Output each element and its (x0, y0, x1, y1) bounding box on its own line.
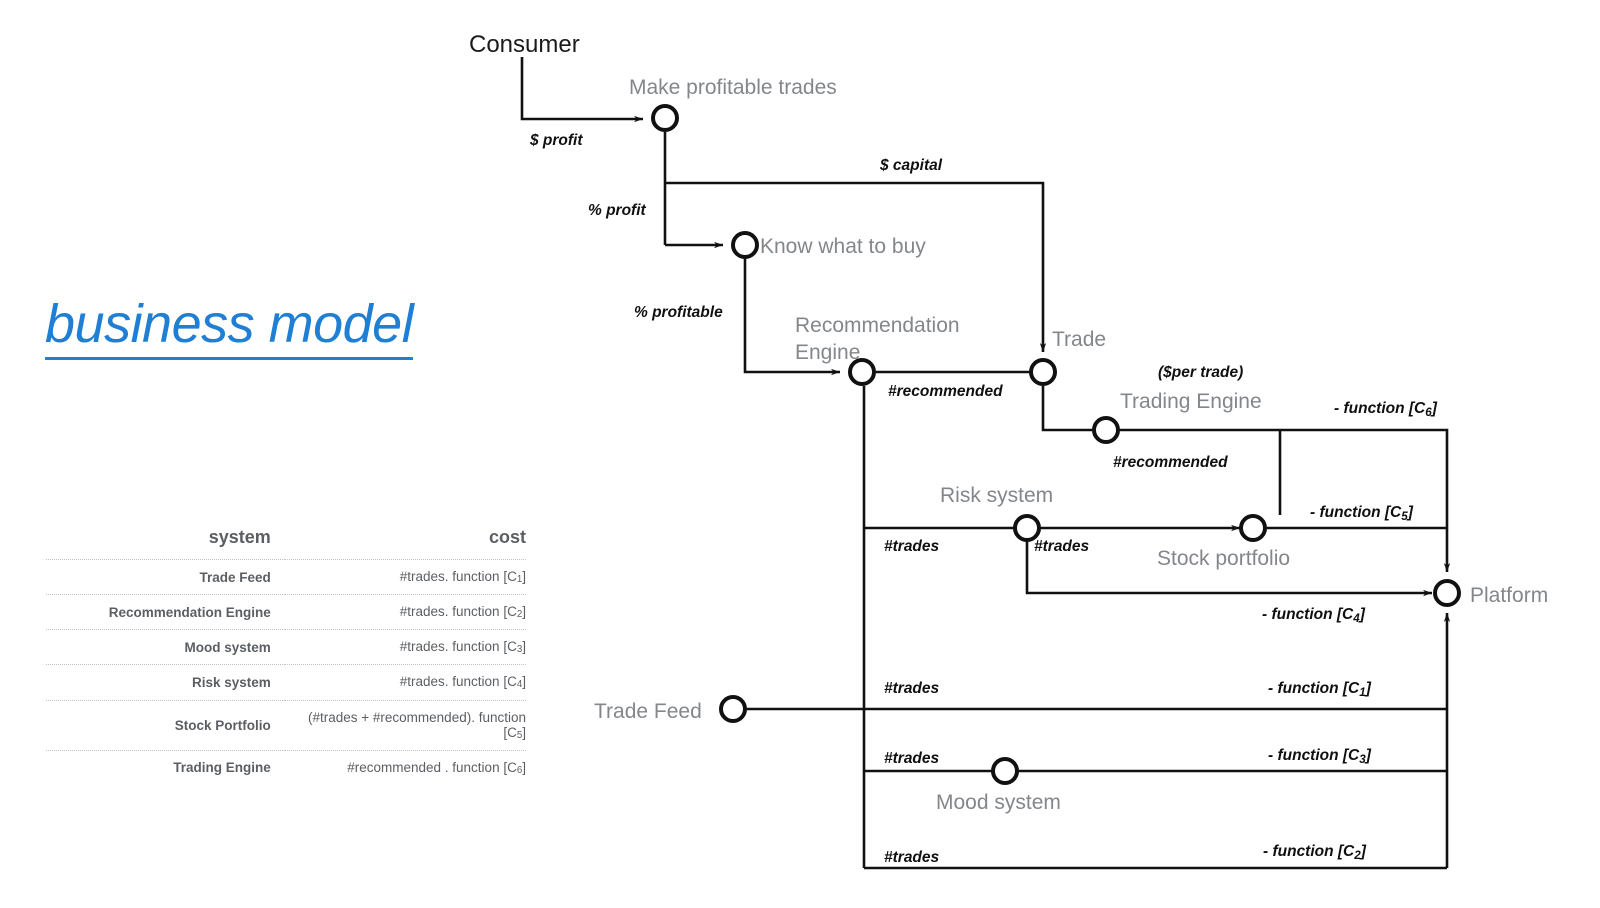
cell-cost: #trades. function [C2] (399, 604, 526, 621)
diagram-nodes (651, 104, 1461, 785)
table-row: Recommendation Engine #trades. function … (46, 594, 526, 630)
table-row: Stock Portfolio (#trades + #recommended)… (46, 700, 526, 750)
node-trade-feed[interactable] (719, 695, 747, 723)
flow-label-capital-dollar: $ capital (879, 157, 943, 174)
edge-trade-to-trading-engine (1041, 386, 1093, 432)
edge-capital-to-trade (665, 181, 1047, 352)
column-header-system: system (208, 527, 271, 547)
flow-label-trades-c1: #trades (884, 680, 940, 697)
node-label-trade: Trade (1052, 328, 1106, 351)
cell-cost: #trades. function [C3] (399, 639, 526, 656)
node-recommendation-engine[interactable] (848, 358, 876, 386)
node-make-profitable-trades[interactable] (651, 104, 679, 132)
flow-label-function-c4: - function [C4] (1262, 606, 1366, 625)
page-title: business model (45, 296, 414, 360)
table-row: Trading Engine #recommended . function [… (46, 750, 526, 785)
node-label-trade-feed: Trade Feed (594, 700, 702, 723)
cell-system: Trading Engine (173, 760, 271, 776)
diagram-edges (520, 57, 1451, 870)
column-header-cost: cost (488, 527, 526, 547)
cell-cost: #trades. function [C1] (399, 569, 526, 586)
node-know-what-to-buy[interactable] (731, 231, 759, 259)
edge-know-what-to-buy-to-recommendation-engine (743, 258, 840, 376)
node-trading-engine[interactable] (1092, 416, 1120, 444)
cell-cost: (#trades + #recommended). function [C5] (308, 709, 526, 741)
edge-risk-system-to-platform (1025, 541, 1432, 597)
table-row: Mood system #trades. function [C3] (46, 629, 526, 665)
flow-label-trades-risk-in: #trades (884, 538, 940, 555)
flow-label-recommended-2: #recommended (1113, 454, 1228, 471)
node-label-recommendation-engine-line2: Engine (795, 341, 860, 364)
cell-system: Mood system (184, 639, 271, 655)
node-label-platform: Platform (1470, 584, 1548, 607)
table-header-row: system cost (46, 518, 526, 560)
node-label-stock-portfolio: Stock portfolio (1157, 547, 1290, 570)
cost-table: system cost Trade Feed #trades. function… (46, 518, 526, 785)
flow-label-trades-risk-out: #trades (1034, 538, 1090, 555)
cell-cost: #trades. function [C4] (399, 674, 526, 691)
node-label-consumer: Consumer (469, 31, 580, 58)
cell-system: Recommendation Engine (108, 604, 271, 620)
node-stock-portfolio[interactable] (1239, 514, 1267, 542)
node-platform[interactable] (1433, 579, 1461, 607)
flow-label-trades-c3: #trades (884, 750, 940, 767)
flow-label-profit-percent: % profit (588, 202, 647, 219)
flow-label-profitable-percent: % profitable (634, 304, 723, 321)
cell-cost: #recommended . function [C6] (347, 759, 526, 776)
cell-system: Stock Portfolio (174, 717, 271, 733)
flow-label-recommended-1: #recommended (888, 383, 1003, 400)
node-label-trading-engine: Trading Engine (1120, 390, 1262, 413)
cell-system: Trade Feed (199, 569, 271, 585)
flow-label-trades-c2: #trades (884, 849, 940, 866)
edge-trading-engine-to-platform (1119, 428, 1451, 572)
node-label-know-what-to-buy: Know what to buy (760, 235, 926, 258)
node-label-make-profitable-trades: Make profitable trades (629, 76, 837, 99)
node-trade[interactable] (1029, 358, 1057, 386)
flow-label-function-c6: - function [C6] (1334, 400, 1438, 419)
node-label-mood-system: Mood system (936, 791, 1061, 814)
node-label-risk-system: Risk system (940, 484, 1053, 507)
edge-consumer-to-make-profitable-trades (520, 57, 643, 123)
flow-label-function-c3: - function [C3] (1268, 747, 1372, 766)
cell-system: Risk system (191, 675, 271, 691)
flow-label-profit-dollar: $ profit (529, 132, 583, 149)
table-row: Risk system #trades. function [C4] (46, 664, 526, 700)
node-label-recommendation-engine: Recommendation (795, 314, 960, 337)
flow-label-per-trade: ($per trade) (1158, 364, 1243, 381)
node-mood-system[interactable] (991, 757, 1019, 785)
flow-label-function-c5: - function [C5] (1310, 504, 1414, 523)
node-risk-system[interactable] (1013, 514, 1041, 542)
table-row: Trade Feed #trades. function [C1] (46, 559, 526, 595)
flow-label-function-c1: - function [C1] (1268, 680, 1372, 699)
flow-label-function-c2: - function [C2] (1263, 843, 1367, 862)
